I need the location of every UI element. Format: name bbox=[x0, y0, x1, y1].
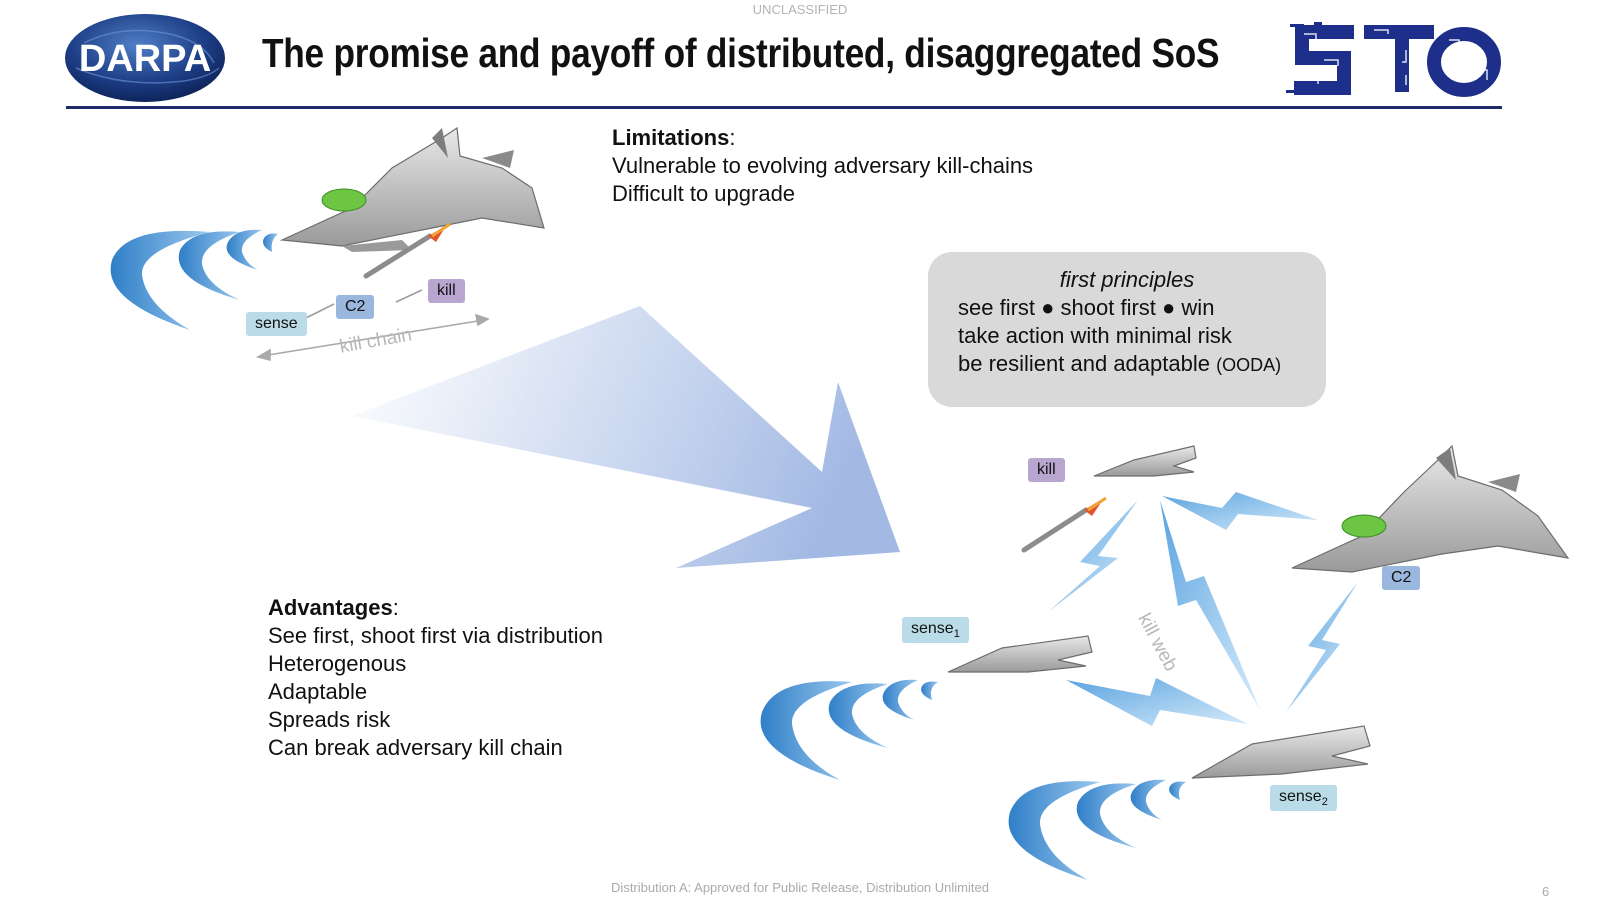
advantages-heading: Advantages bbox=[268, 595, 393, 620]
darpa-logo-text: DARPA bbox=[79, 38, 211, 80]
uav-kill bbox=[1093, 445, 1197, 477]
first-principles-line: take action with minimal risk bbox=[958, 323, 1232, 348]
first-principles-line: be resilient and adaptable (OODA) bbox=[928, 350, 1326, 379]
label-sense: sense bbox=[246, 312, 307, 336]
advantage-item: Heterogenous bbox=[268, 651, 407, 676]
transition-arrow bbox=[352, 306, 900, 568]
advantage-item: See first, shoot first via distribution bbox=[268, 623, 604, 648]
ooda-note: (OODA) bbox=[1216, 355, 1282, 375]
header-rule bbox=[66, 106, 1502, 109]
classification-marking: UNCLASSIFIED bbox=[752, 2, 848, 17]
radar-waves-sense1 bbox=[760, 679, 938, 780]
missile-web bbox=[1021, 496, 1107, 553]
fighter-jet-right bbox=[1291, 444, 1570, 573]
first-principles-title: first principles bbox=[1059, 267, 1195, 292]
limitations-heading: Limitations bbox=[612, 125, 730, 150]
first-principles-line: see first ● shoot first ● win bbox=[958, 295, 1215, 320]
label-web-kill: kill bbox=[1028, 458, 1065, 482]
radar-waves-sense2 bbox=[1008, 779, 1186, 880]
label-kill: kill bbox=[428, 279, 465, 303]
radar-waves-top bbox=[110, 229, 278, 330]
sto-logo bbox=[1284, 20, 1504, 100]
limitations-block: Limitations: Vulnerable to evolving adve… bbox=[612, 125, 1034, 206]
label-sense1: sense1 bbox=[902, 617, 969, 644]
advantages-block: Advantages: See first, shoot first via d… bbox=[268, 595, 604, 760]
first-principles-line3: be resilient and adaptable bbox=[958, 351, 1217, 376]
missile-top bbox=[363, 222, 451, 279]
limitation-item: Vulnerable to evolving adversary kill-ch… bbox=[612, 153, 1034, 178]
distribution-statement: Distribution A: Approved for Public Rele… bbox=[611, 880, 989, 895]
advantage-item: Adaptable bbox=[268, 679, 368, 704]
darpa-logo: DARPA bbox=[64, 13, 226, 103]
advantage-item: Spreads risk bbox=[268, 707, 391, 732]
label-c2: C2 bbox=[336, 295, 375, 319]
uav-sense2 bbox=[1191, 725, 1371, 779]
label-sense1-sub: 1 bbox=[953, 628, 960, 641]
label-sense2-sub: 2 bbox=[1321, 796, 1328, 809]
label-sense2: sense2 bbox=[1270, 785, 1337, 812]
label-web-c2: C2 bbox=[1382, 566, 1421, 590]
first-principles-box: first principles see first ● shoot first… bbox=[928, 252, 1326, 407]
kill-chain-arrow bbox=[255, 313, 490, 362]
limitation-item: Difficult to upgrade bbox=[612, 181, 796, 206]
fighter-jet-top bbox=[279, 126, 545, 252]
kill-web-links bbox=[1048, 492, 1358, 726]
page-number: 6 bbox=[1542, 884, 1550, 899]
label-sense2-text: sense bbox=[1279, 788, 1322, 805]
advantage-item: Can break adversary kill chain bbox=[268, 735, 563, 760]
slide-title: The promise and payoff of distributed, d… bbox=[262, 30, 1220, 76]
uav-sense1 bbox=[947, 635, 1093, 673]
label-sense1-text: sense bbox=[911, 620, 954, 637]
